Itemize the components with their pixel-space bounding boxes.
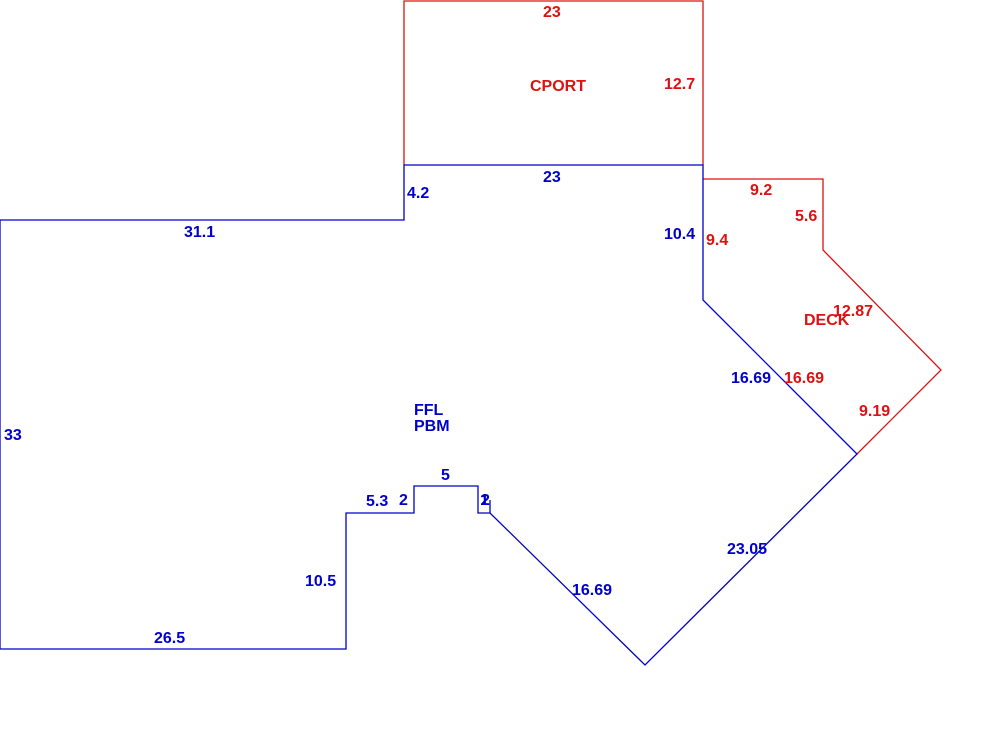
- dim-cport-top: 23: [543, 4, 561, 21]
- ffl-label: FFL: [414, 402, 444, 419]
- dim-left-side: 33: [4, 427, 22, 444]
- dim-bottom-left: 26.5: [154, 630, 185, 647]
- dim-notch-1: 1: [480, 492, 489, 509]
- dim-diag-16-69-lower: 16.69: [572, 582, 612, 599]
- dim-notch-2: 2: [481, 492, 490, 509]
- dim-diag-23-05: 23.05: [727, 541, 767, 558]
- dim-deck-16-69: 16.69: [784, 370, 824, 387]
- dim-notch-5: 5: [441, 467, 450, 484]
- dim-deck-12-87: 12.87: [833, 303, 873, 320]
- dim-step-4-2: 4.2: [407, 185, 429, 202]
- main-area-outline: [0, 164, 858, 666]
- cport-label: CPORT: [530, 78, 586, 95]
- deck-label: DECK: [804, 312, 850, 329]
- dim-deck-5-6: 5.6: [795, 208, 817, 225]
- dim-deck-9-2: 9.2: [750, 182, 772, 199]
- dim-main-16-69: 16.69: [731, 370, 771, 387]
- deck-outline: [703, 178, 942, 455]
- dim-deck-9-19: 9.19: [859, 403, 890, 420]
- pbm-label: PBM: [414, 418, 450, 435]
- dim-deck-9-4: 9.4: [706, 232, 728, 249]
- dim-step-5-3: 5.3: [366, 493, 388, 510]
- dim-shared-cport: 23: [543, 169, 561, 186]
- dim-step-2: 2: [399, 492, 408, 509]
- dim-top-left: 31.1: [184, 224, 215, 241]
- dim-step-10-5: 10.5: [305, 573, 336, 590]
- dim-main-10-4: 10.4: [664, 226, 695, 243]
- dim-cport-right: 12.7: [664, 76, 695, 93]
- cport-outline: [403, 0, 704, 165]
